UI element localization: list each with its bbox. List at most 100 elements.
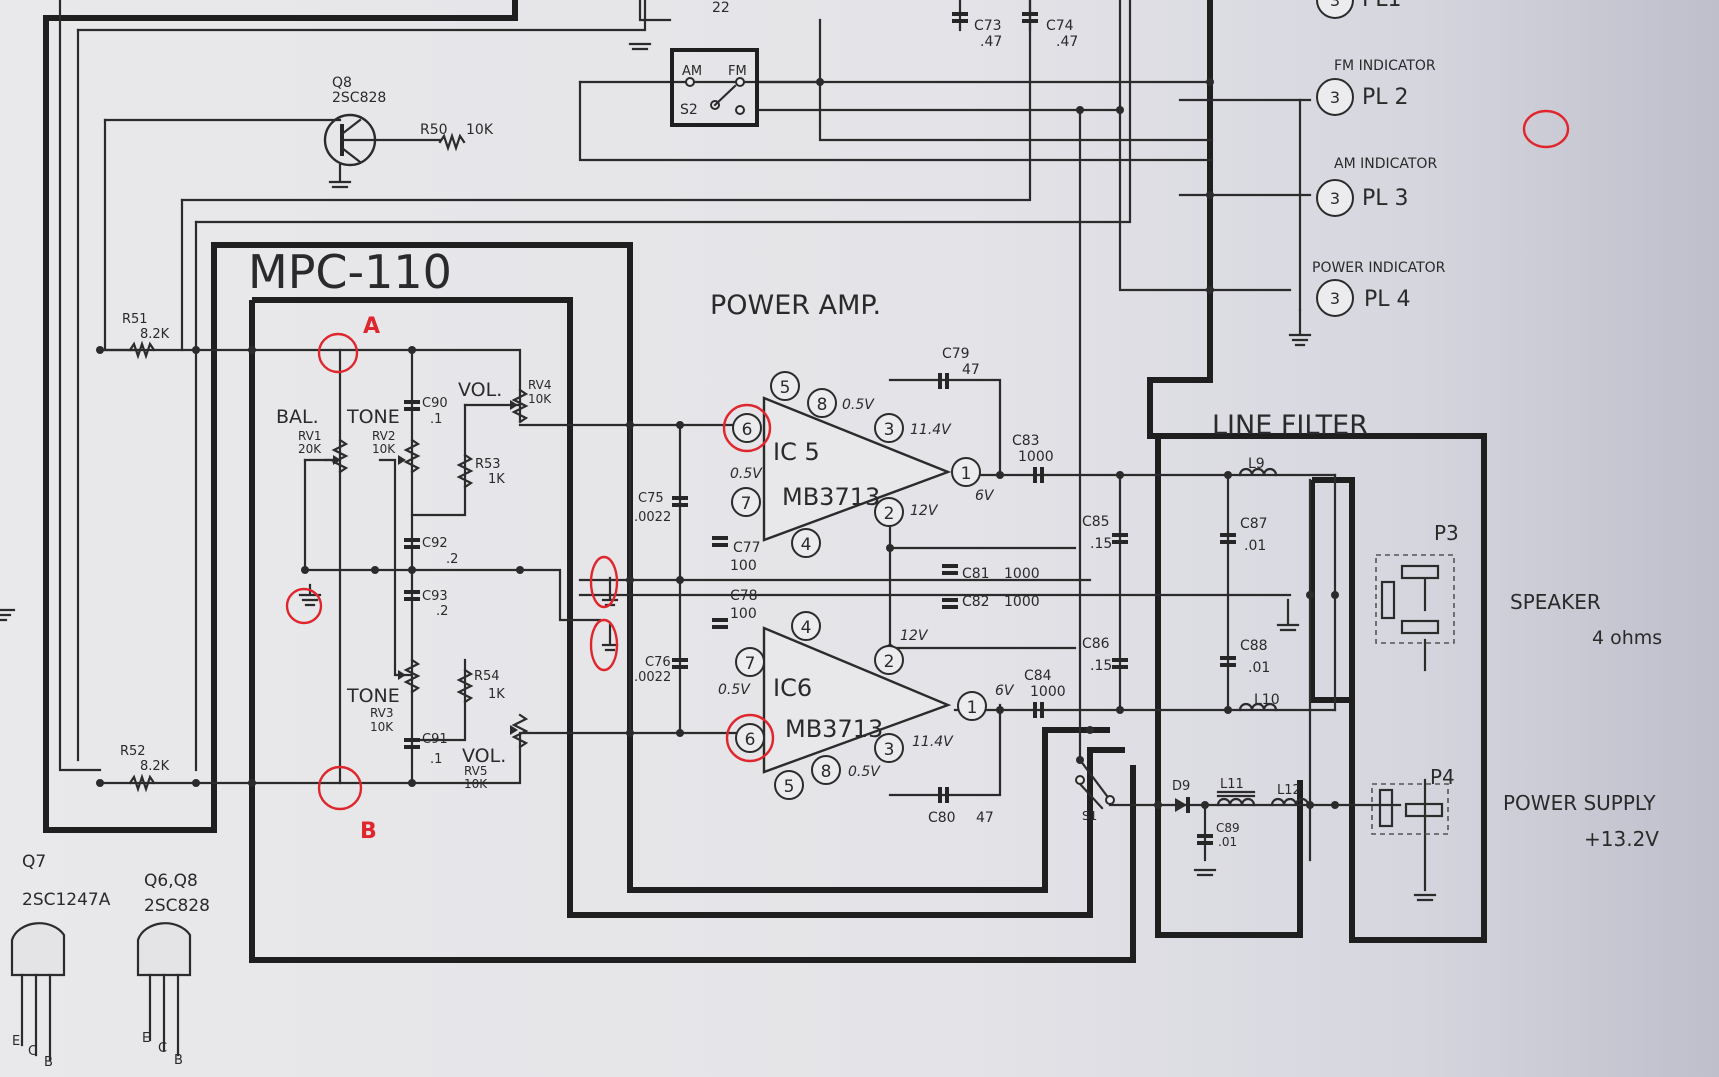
ic6-pin4: 4 — [801, 618, 812, 638]
c90-symbol — [404, 400, 420, 411]
svg-text:R52: R52 — [120, 744, 146, 759]
svg-text:C92: C92 — [422, 536, 448, 551]
svg-text:C82: C82 — [962, 594, 990, 610]
svg-text:TONE: TONE — [346, 406, 400, 428]
svg-text:C84: C84 — [1024, 668, 1052, 684]
svg-text:2SC1247A: 2SC1247A — [22, 890, 111, 910]
c73-symbol — [952, 12, 968, 23]
svg-text:Q8: Q8 — [332, 75, 352, 91]
svg-text:100: 100 — [730, 558, 757, 574]
c88-symbol — [1220, 656, 1236, 667]
annotation-b: B — [360, 819, 377, 844]
svg-text:P3: P3 — [1434, 521, 1459, 545]
svg-text:P4: P4 — [1430, 765, 1455, 789]
svg-text:3: 3 — [1330, 189, 1340, 208]
labels: MPC-110 POWER AMP. LINE FILTER A B IC 5 … — [12, 0, 1662, 1070]
c87-symbol — [1220, 533, 1236, 544]
annotation-a: A — [363, 314, 380, 339]
svg-text:.01: .01 — [1218, 835, 1237, 849]
transistor-packages — [10, 922, 192, 1062]
power-amp-label: POWER AMP. — [710, 290, 881, 321]
line-filter-label: LINE FILTER — [1212, 410, 1368, 441]
ic5-pin1: 1 — [961, 464, 972, 484]
svg-text:1000: 1000 — [1004, 566, 1040, 582]
svg-text:C: C — [158, 1041, 167, 1056]
svg-text:AM: AM — [682, 64, 702, 79]
svg-text:.1: .1 — [430, 412, 442, 427]
c92-symbol — [404, 538, 420, 549]
c86-symbol — [1112, 658, 1128, 669]
ic5-pin3: 3 — [884, 420, 895, 440]
ic6-pin3: 3 — [884, 740, 895, 760]
svg-text:10K: 10K — [370, 720, 394, 734]
power-connector-p4 — [1371, 783, 1449, 835]
svg-text:Q7: Q7 — [22, 852, 46, 872]
c91-symbol — [404, 738, 420, 749]
frame-wires — [43, 0, 1487, 963]
ic6-pin8: 8 — [821, 762, 832, 782]
svg-text:C77: C77 — [733, 540, 761, 556]
r51-symbol — [128, 340, 156, 360]
svg-text:3: 3 — [1330, 0, 1340, 10]
ic5-pin4: 4 — [801, 535, 812, 555]
svg-text:6V: 6V — [975, 488, 995, 504]
capacitors — [404, 12, 1236, 845]
svg-text:C80: C80 — [928, 810, 956, 826]
r53-symbol — [456, 453, 474, 489]
rv2-symbol — [403, 438, 421, 474]
r54-symbol — [456, 668, 474, 704]
svg-text:0.5V: 0.5V — [842, 397, 875, 413]
c75-symbol — [672, 496, 688, 507]
svg-text:C88: C88 — [1240, 638, 1268, 654]
c83-symbol — [1033, 467, 1044, 483]
svg-text:C76: C76 — [645, 655, 671, 670]
indicator-lamps: 3 3 3 3 — [1316, 0, 1354, 317]
svg-text:SPEAKER: SPEAKER — [1510, 590, 1601, 614]
ic5-amplifier — [762, 396, 952, 542]
svg-text:C74: C74 — [1046, 18, 1074, 34]
svg-text:R54: R54 — [474, 669, 500, 684]
ic5-part: MB3713 — [782, 483, 880, 511]
svg-text:C73: C73 — [974, 18, 1002, 34]
resistors — [128, 132, 529, 793]
svg-text:RV3: RV3 — [370, 706, 394, 720]
svg-text:C90: C90 — [422, 396, 448, 411]
svg-text:FM: FM — [728, 64, 747, 79]
svg-text:B: B — [174, 1053, 183, 1068]
c79-symbol — [938, 373, 949, 389]
svg-text:S1: S1 — [1082, 809, 1097, 823]
ic6-pin1: 1 — [967, 698, 978, 718]
ic5-name: IC 5 — [773, 438, 820, 466]
svg-text:E: E — [142, 1031, 150, 1046]
junction-dots — [96, 78, 1339, 809]
l12-symbol — [1270, 797, 1310, 807]
ic5-pin8: 8 — [817, 395, 828, 415]
svg-text:C83: C83 — [1012, 433, 1040, 449]
ic6-pin5: 5 — [784, 777, 795, 797]
c89-symbol — [1197, 834, 1213, 845]
l9-symbol — [1238, 467, 1278, 477]
c78-symbol — [712, 618, 728, 629]
rv4-symbol — [511, 388, 529, 424]
svg-text:C75: C75 — [638, 491, 664, 506]
ic5-pin5: 5 — [780, 378, 791, 398]
svg-text:1K: 1K — [488, 472, 505, 487]
svg-text:AM INDICATOR: AM INDICATOR — [1334, 156, 1437, 172]
c93-symbol — [404, 590, 420, 601]
svg-text:22: 22 — [712, 0, 730, 16]
ic5-pin2: 2 — [884, 504, 895, 524]
svg-text:VOL.: VOL. — [462, 745, 506, 767]
ground-symbols — [0, 42, 1437, 902]
ic6-name: IC6 — [773, 674, 812, 702]
svg-text:VOL.: VOL. — [458, 379, 502, 401]
svg-text:8.2K: 8.2K — [140, 759, 170, 774]
svg-text:E: E — [12, 1034, 20, 1049]
svg-text:.15: .15 — [1090, 536, 1112, 552]
svg-text:RV5: RV5 — [464, 764, 488, 778]
svg-text:R53: R53 — [475, 457, 501, 472]
ic6-pin7: 7 — [745, 654, 756, 674]
svg-text:3: 3 — [1330, 289, 1340, 308]
c82-symbol — [942, 598, 958, 609]
svg-text:C86: C86 — [1082, 636, 1110, 652]
svg-text:C78: C78 — [730, 588, 758, 604]
